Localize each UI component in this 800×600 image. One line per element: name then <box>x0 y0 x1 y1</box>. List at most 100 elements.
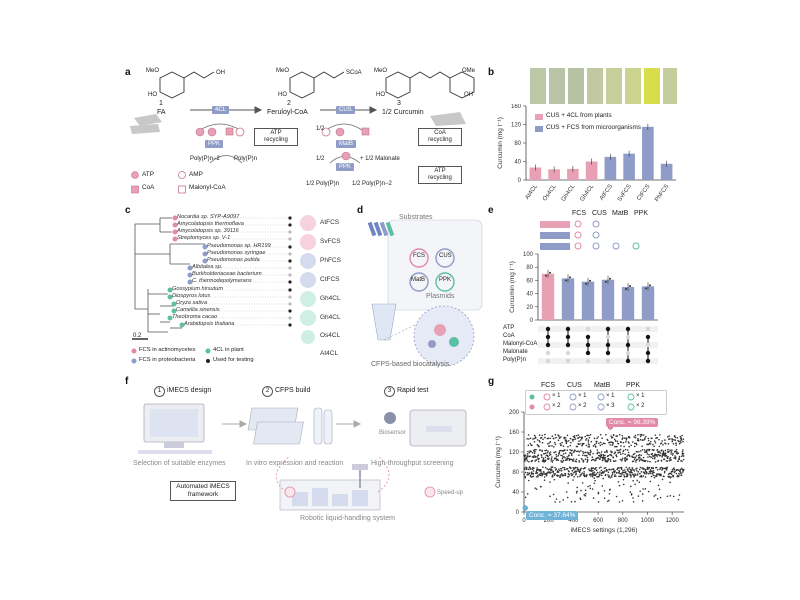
g-point <box>648 443 650 446</box>
g-point <box>605 449 608 452</box>
e-ytick-label: 40 <box>526 292 533 298</box>
g-point <box>597 451 599 453</box>
g-point <box>554 473 557 475</box>
g-point <box>579 439 582 441</box>
g-point <box>614 440 617 442</box>
g-point <box>588 468 590 470</box>
e-matrix-dot <box>645 334 651 340</box>
g-point <box>530 473 533 475</box>
g-xlabel: iMECS settings (1,296) <box>571 527 638 534</box>
g-point <box>579 498 582 501</box>
g-xtick-label: 600 <box>593 518 604 524</box>
g-point <box>660 474 662 477</box>
g-point <box>549 481 551 483</box>
g-point <box>641 448 644 451</box>
species-4: Pseudomonas sp. HR199 <box>207 243 271 249</box>
g-point <box>613 468 615 470</box>
g-point <box>679 440 682 442</box>
g-point <box>533 454 535 457</box>
e-ytick-label: 60 <box>526 278 533 284</box>
legend-a-symbols <box>131 171 186 194</box>
g-point <box>627 451 630 454</box>
e-matrix-row-bg <box>538 358 658 364</box>
g-point <box>608 499 610 502</box>
panel-label-c: c <box>125 205 131 216</box>
step-2: 2 CFPS build <box>262 386 310 397</box>
g-point <box>599 441 602 444</box>
g-point <box>649 480 652 483</box>
species-8: Burkholderiaceae bacterium <box>192 271 262 277</box>
g-point <box>604 454 606 457</box>
g-point <box>656 473 658 475</box>
g-point <box>663 458 666 460</box>
g-point <box>669 481 671 484</box>
g-point <box>585 451 587 454</box>
g-point <box>682 458 685 461</box>
species-14: Theobroma cacao <box>172 314 218 320</box>
g-point <box>607 454 610 457</box>
g-point <box>609 444 611 446</box>
g-point <box>677 475 680 478</box>
g-point <box>636 458 638 461</box>
e-replicate-dot <box>545 274 547 277</box>
g-point <box>541 441 544 444</box>
atp-recycling-box-1: ATP recycling <box>254 128 298 146</box>
g-point <box>662 444 664 446</box>
g-point <box>618 470 621 473</box>
g-point <box>579 443 581 445</box>
g-point <box>568 474 571 476</box>
g-point <box>532 470 535 472</box>
g-point <box>523 468 526 470</box>
species-9: C. thermodepolymerans <box>192 278 252 284</box>
g-point <box>586 459 589 462</box>
g-point <box>597 492 600 495</box>
g-point <box>560 468 563 470</box>
robot-caption: Robotic liquid-handling system <box>300 515 395 522</box>
g-point <box>670 476 672 478</box>
g-header-fcs: FCS <box>541 382 555 389</box>
g-point <box>621 438 623 440</box>
species-12: Oryza sativa <box>176 300 208 306</box>
enzyme-label-atfcs: AtFCS <box>320 219 340 226</box>
e-matrix-dot <box>625 350 631 356</box>
struct-label-ho-2: HO <box>278 92 287 98</box>
b-xtick-label: CtFCS <box>636 184 651 202</box>
g-point <box>587 439 590 441</box>
g-point <box>561 441 563 444</box>
g-point <box>564 456 566 459</box>
g-point <box>543 476 546 478</box>
g-point <box>681 471 684 473</box>
g-point <box>558 435 560 437</box>
g-point <box>563 474 565 476</box>
g-point <box>593 477 596 479</box>
g-point <box>554 501 556 503</box>
g-point <box>590 470 593 473</box>
g-row1-fcs: × 1 <box>552 393 561 399</box>
g-point <box>652 467 655 470</box>
g-point <box>563 456 565 458</box>
e-matrix-row-bg <box>538 334 658 340</box>
g-point <box>614 474 616 476</box>
g-point <box>529 467 532 470</box>
enzyme-label-phfcs: PhFCS <box>320 257 341 264</box>
g-point <box>600 466 602 468</box>
g-point <box>578 436 581 438</box>
enzyme-label-os4cl: Os4CL <box>320 332 341 339</box>
g-point <box>677 474 679 477</box>
g-point <box>638 450 640 453</box>
g-point <box>673 457 676 459</box>
g-point <box>573 436 576 439</box>
g-point <box>665 442 667 445</box>
g-point <box>573 467 576 470</box>
e-ylabel: Curcumin (mg l⁻¹) <box>509 261 516 313</box>
e-replicate-dot <box>549 271 551 274</box>
g-point <box>583 494 586 496</box>
g-point <box>644 468 647 471</box>
g-point <box>589 449 592 452</box>
g-point <box>543 452 546 455</box>
g-point <box>561 466 564 469</box>
g-point <box>624 453 626 456</box>
g-point <box>533 437 536 440</box>
g-point <box>639 472 641 475</box>
